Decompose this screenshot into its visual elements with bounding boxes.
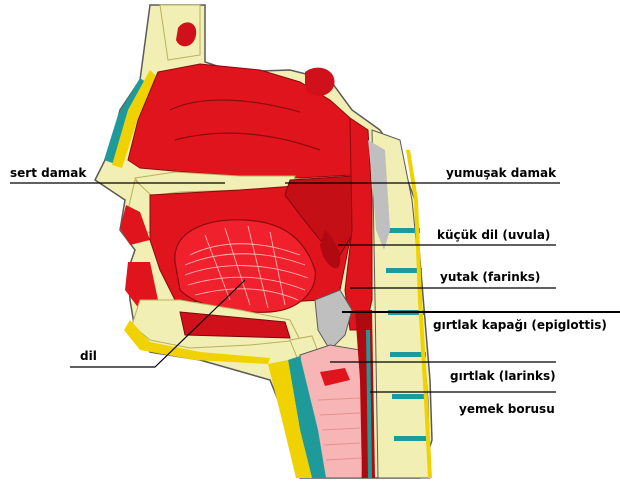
label-esophagus: yemek borusu (459, 402, 555, 416)
label-tongue: dil (80, 349, 97, 363)
label-pharynx: yutak (farinks) (440, 270, 540, 284)
label-uvula: küçük dil (uvula) (437, 228, 550, 242)
label-hard-palate: sert damak (10, 166, 86, 180)
label-epiglottis: gırtlak kapağı (epiglottis) (433, 318, 607, 332)
label-larynx: gırtlak (larinks) (450, 369, 556, 383)
label-soft-palate: yumuşak damak (446, 166, 556, 180)
